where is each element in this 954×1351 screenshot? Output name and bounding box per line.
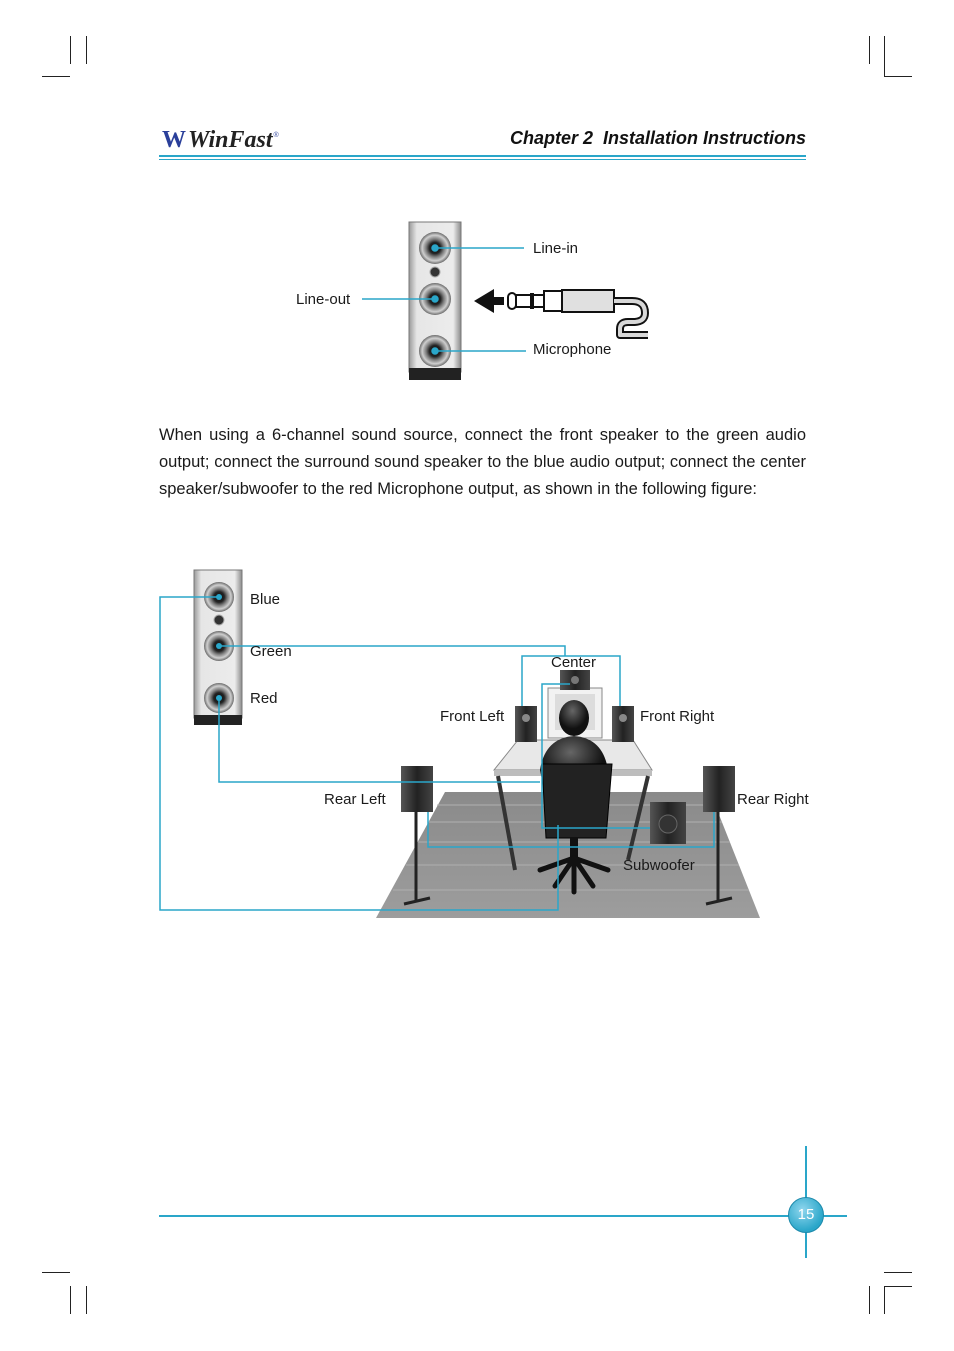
body-paragraph: When using a 6-channel sound source, con…: [159, 426, 806, 498]
label-rear-left: Rear Left: [324, 791, 386, 808]
audio-plug-icon: [474, 289, 649, 339]
label-front-left: Front Left: [440, 708, 505, 725]
header-rule-thin: [159, 159, 806, 160]
jack-dots: [216, 594, 222, 701]
label-blue: Blue: [250, 591, 281, 608]
rear-left-speaker: [401, 766, 433, 906]
front-right-speaker: [612, 706, 634, 742]
header-rule: [159, 155, 806, 157]
footer-rule: [159, 1215, 847, 1217]
center-speaker: [560, 670, 590, 690]
callout-lines: [362, 244, 526, 355]
label-microphone: Microphone: [533, 341, 612, 358]
subwoofer-speaker: [650, 802, 686, 844]
registered-mark: ®: [273, 132, 279, 139]
rear-right-speaker: [703, 766, 735, 906]
speaker-setup-figure: [0, 560, 954, 930]
label-line-out: Line-out: [296, 291, 351, 308]
wiring-lines: [159, 596, 715, 911]
person-in-chair: [537, 700, 613, 895]
winfast-logo: W WinFast ®: [162, 126, 279, 154]
brand-name: WinFast: [188, 127, 273, 153]
label-red: Red: [250, 690, 278, 707]
label-rear-right: Rear Right: [737, 791, 809, 808]
label-green: Green: [250, 643, 292, 660]
label-center: Center: [551, 654, 597, 671]
page-number: 15: [788, 1197, 824, 1233]
audio-jacks-figure: [0, 0, 954, 400]
label-line-in: Line-in: [533, 240, 579, 257]
label-subwoofer: Subwoofer: [623, 857, 695, 874]
label-front-right: Front Right: [640, 708, 715, 725]
front-left-speaker: [515, 706, 537, 742]
chapter-title: Chapter 2 Installation Instructions: [509, 128, 806, 148]
